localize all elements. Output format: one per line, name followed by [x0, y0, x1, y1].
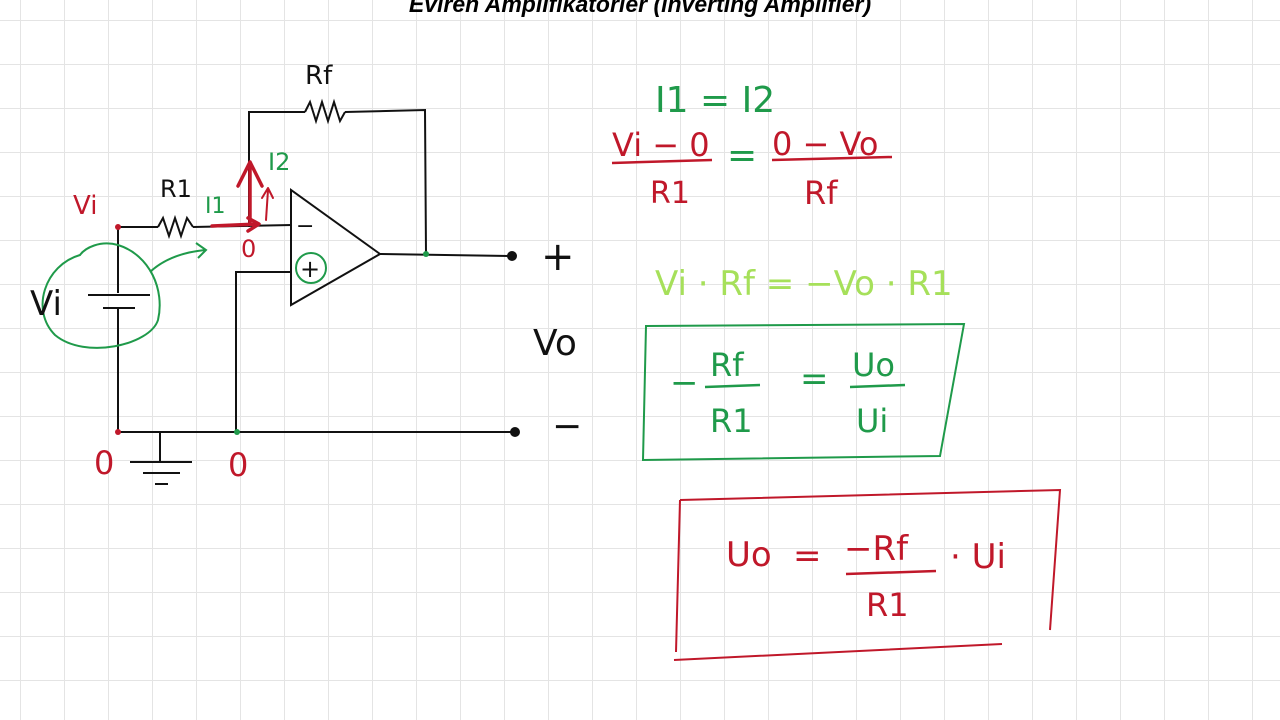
eq4-bar-left: [704, 383, 761, 389]
eq2-bar-right: [771, 155, 893, 162]
label-vi-source: Vi: [30, 284, 62, 324]
label-rf: Rf: [305, 61, 333, 91]
output-terminal-plus: [507, 251, 517, 261]
label-vi-node: Vi: [73, 191, 97, 221]
arrow-i2-small: [261, 187, 274, 221]
resistor-rf: [304, 98, 346, 125]
node-ground-left: [115, 429, 121, 435]
op-amp: [290, 188, 382, 307]
eq4-equals: =: [800, 359, 829, 399]
label-vo: Vo: [533, 323, 577, 364]
eq5-bar: [845, 569, 937, 576]
eq-cross-multiply: Vi · Rf = −Vo · R1: [655, 264, 953, 304]
label-opamp-minus: −: [296, 214, 314, 239]
ground-symbol: [130, 432, 192, 485]
eq4-bar-right: [849, 383, 906, 389]
eq4-den-left: R1: [710, 402, 753, 440]
eq2-bar-left: [611, 158, 713, 165]
eq2-equals: =: [727, 135, 757, 176]
eq4-box: [641, 322, 966, 462]
resistor-r1: [157, 214, 194, 240]
eq-currents: I1 = I2: [655, 80, 775, 121]
eq4-num-right: Uo: [852, 346, 895, 384]
eq4-sign: −: [670, 363, 699, 403]
label-r1: R1: [160, 175, 192, 203]
eq2-den-left: R1: [650, 176, 690, 211]
label-minus-terminal: −: [552, 406, 582, 447]
eq4-num-left: Rf: [710, 346, 744, 384]
node-vi: [115, 224, 121, 230]
arrow-i1: [210, 216, 261, 233]
wire-feedback-right: [344, 108, 427, 255]
eq5-lhs: Uo: [726, 535, 772, 575]
eq5-box: [673, 488, 1062, 661]
source-highlight-arrow: [149, 242, 208, 273]
wire-plus-input: [235, 271, 291, 432]
circuit-diagram: [88, 98, 514, 485]
node-output: [423, 251, 429, 257]
label-opamp-plus: +: [300, 255, 320, 283]
eq5-tail: · Ui: [950, 537, 1006, 577]
eq5-num: −Rf: [844, 529, 909, 569]
label-ground-right: 0: [228, 446, 248, 484]
eq5-den: R1: [866, 586, 909, 624]
plus-input-circle: [295, 252, 327, 284]
eq-output-voltage: Uo = −Rf R1 · Ui: [673, 488, 1062, 661]
eq-gain-ratio: − Rf R1 = Uo Ui: [641, 322, 966, 462]
label-i2: I2: [268, 148, 290, 176]
eq2-num-left: Vi − 0: [612, 126, 710, 164]
label-ground-left: 0: [94, 444, 114, 482]
node-ground-right: [234, 429, 240, 435]
source-highlight-circle: [41, 242, 161, 349]
arrow-i2: [236, 160, 264, 226]
eq5-equals: =: [793, 536, 822, 576]
label-node-zero: 0: [241, 235, 256, 263]
eq4-den-right: Ui: [856, 402, 888, 440]
label-i1: I1: [205, 194, 226, 219]
output-terminal-minus: [510, 427, 520, 437]
wire-output: [379, 253, 513, 257]
eq-node-equation: Vi − 0 R1 = 0 − Vo Rf: [611, 125, 893, 212]
label-plus-terminal: +: [541, 234, 575, 280]
eq2-den-right: Rf: [804, 174, 838, 212]
page-title: Eviren Amplifikatörler (inverting Amplif…: [408, 0, 872, 17]
battery-source: [88, 294, 150, 309]
